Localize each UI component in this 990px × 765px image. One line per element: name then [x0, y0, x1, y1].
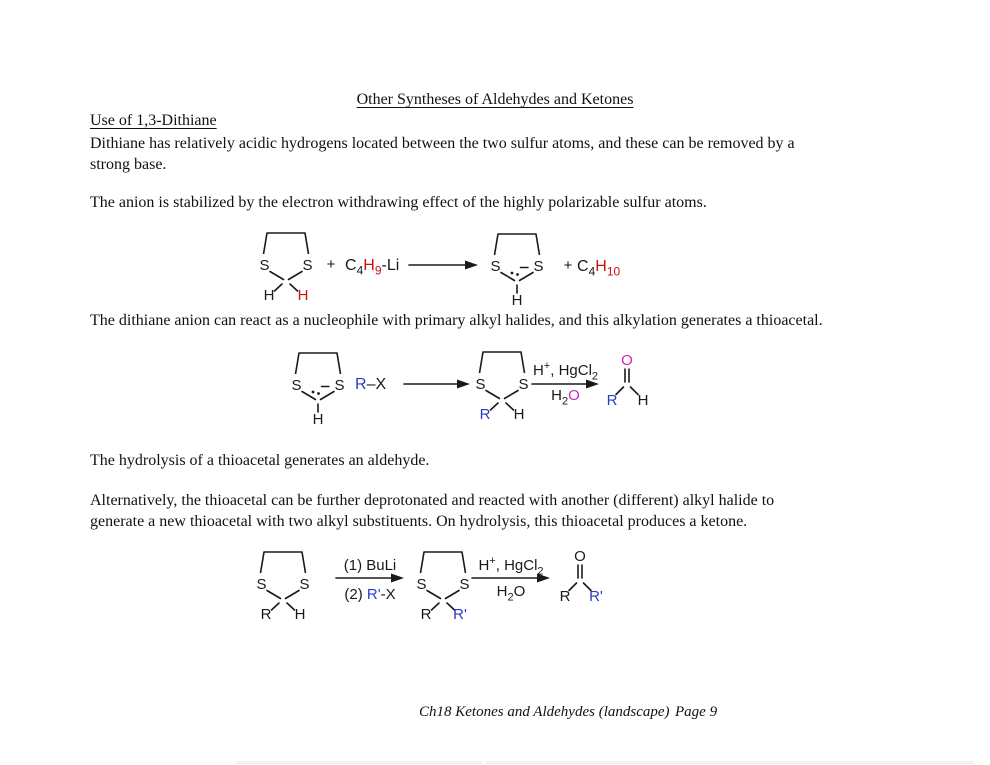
- plus-sign: +: [327, 256, 336, 273]
- sulfur-atom-label: S: [518, 376, 528, 393]
- arrow-caption-below: H2O: [497, 583, 526, 604]
- sulfur-atom-label: S: [299, 576, 309, 593]
- arrow-caption-below: (2) R'-X: [344, 586, 395, 603]
- oxygen-atom-label: O: [621, 352, 633, 369]
- substituent-label: H: [512, 292, 523, 309]
- oxygen-atom-label: O: [574, 548, 586, 565]
- paragraph-hydrolysis-aldehyde: The hydrolysis of a thioacetal generates…: [90, 452, 430, 469]
- carbonyl-group-structure: O R R': [560, 548, 603, 605]
- substituent-label: H: [298, 287, 309, 304]
- sulfur-atom-label: S: [459, 576, 469, 593]
- substituent-label: R: [607, 392, 618, 409]
- carbonyl-group-structure: O R H: [607, 352, 649, 409]
- arrow-caption-above: H+, HgCl2: [533, 360, 598, 383]
- arrowhead-icon: [537, 573, 550, 583]
- dithiane-anion-structure: S SH: [490, 233, 544, 309]
- arrowhead-icon: [586, 379, 599, 389]
- substituent-label: H: [638, 392, 649, 409]
- substituent-label: H: [295, 606, 306, 623]
- substituent-label: R': [589, 588, 603, 605]
- sulfur-atom-label: S: [256, 576, 266, 593]
- substituent-label: R: [421, 606, 432, 623]
- dithiane-anion-structure: S SH: [291, 352, 345, 428]
- sulfur-atom-label: S: [302, 257, 312, 274]
- substituent-label: R: [261, 606, 272, 623]
- arrow-caption-below: H2O: [551, 387, 580, 408]
- chemical-formula: R–X: [355, 376, 386, 393]
- substituent-label: R: [560, 588, 571, 605]
- paragraph-anion-stabilized: The anion is stabilized by the electron …: [90, 194, 707, 211]
- paragraph-alternatively-line1: Alternatively, the thioacetal can be fur…: [90, 492, 775, 509]
- paragraph-dithiane-acidic-line1: Dithiane has relatively acidic hydrogens…: [90, 135, 795, 152]
- substituent-label: H: [313, 411, 324, 428]
- chemical-formula: C4H10: [577, 258, 620, 279]
- lone-pair-dot: [311, 390, 315, 394]
- plus-sign: +: [564, 257, 573, 274]
- sulfur-atom-label: S: [533, 258, 543, 275]
- scan-edge-artifact-left: [236, 761, 482, 764]
- substituent-label: H: [264, 287, 275, 304]
- arrow-caption-above: (1) BuLi: [344, 557, 397, 574]
- substituent-label: H: [514, 406, 525, 423]
- sulfur-atom-label: S: [291, 377, 301, 394]
- paragraph-alternatively-line2: generate a new thioacetal with two alkyl…: [90, 513, 748, 530]
- arrowhead-icon: [391, 573, 404, 583]
- arrowhead-icon: [465, 260, 478, 270]
- paragraph-dithiane-acidic-line2: strong base.: [90, 156, 167, 173]
- sulfur-atom-label: S: [490, 258, 500, 275]
- reaction-arrow: [403, 379, 470, 389]
- reaction-arrow: [408, 260, 478, 270]
- paragraph-dithiane-nucleophile: The dithiane anion can react as a nucleo…: [90, 312, 823, 329]
- reaction-arrow: (1) BuLi (2) R'-X: [335, 557, 404, 603]
- footer-document-title: Ch18 Ketones and Aldehydes (landscape): [419, 704, 670, 720]
- section-heading: Use of 1,3-Dithiane: [90, 112, 217, 129]
- sulfur-atom-label: S: [334, 377, 344, 394]
- lone-pair-dot: [510, 271, 514, 275]
- arrowhead-icon: [457, 379, 470, 389]
- substituent-label: R: [480, 406, 491, 423]
- substituent-label: R': [453, 606, 467, 623]
- sulfur-atom-label: S: [416, 576, 426, 593]
- page-title: Other Syntheses of Aldehydes and Ketones: [356, 91, 634, 108]
- footer-page-number: Page 9: [675, 704, 718, 720]
- scan-edge-artifact-right: [486, 761, 974, 764]
- lone-pair-dot: [516, 273, 519, 276]
- sulfur-atom-label: S: [259, 257, 269, 274]
- arrow-caption-above: H+, HgCl2: [478, 555, 543, 578]
- chemical-formula: C4H9-Li: [345, 257, 399, 278]
- lone-pair-dot: [317, 392, 320, 395]
- sulfur-atom-label: S: [475, 376, 485, 393]
